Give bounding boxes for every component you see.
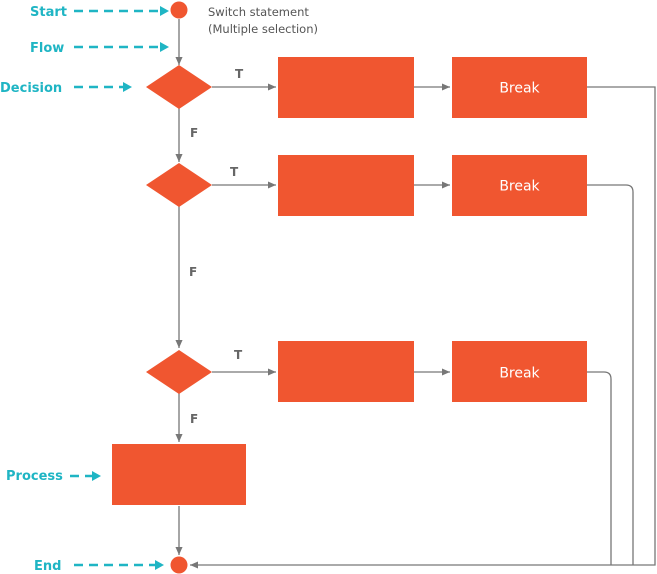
break-label-1: Break [499,81,540,97]
end-node [170,556,188,574]
case-1-break-return-connector [190,86,656,569]
legend: Start Flow Decision Process End [0,5,169,574]
legend-end-label: End [34,559,61,574]
note-line-2: (Multiple selection) [208,22,318,36]
break-box-2 [452,155,587,216]
true-label-3: T [234,348,243,362]
start-node [170,1,188,19]
case-1: Break T F [146,57,656,569]
note-line-1: Switch statement [208,5,309,19]
legend-decision-arrowhead [123,82,132,92]
break-box-3 [452,341,587,402]
legend-process-label: Process [6,469,63,484]
case-2-break-return-connector [587,184,634,565]
decision-diamond-2 [146,163,212,207]
case-3: Break T F [146,341,612,565]
decision-diamond-1 [146,65,212,109]
true-label-2: T [230,165,239,179]
legend-decision-label: Decision [0,81,62,96]
false-label-1: F [190,126,198,140]
default-process-box [112,444,246,505]
legend-process-arrowhead [92,471,101,481]
break-label-3: Break [499,366,540,382]
legend-end-arrowhead [155,560,164,570]
break-box-1 [452,57,587,118]
process-box-case-1 [278,57,414,118]
case-3-break-return-connector [587,371,612,565]
case-2: Break T F [146,155,634,565]
legend-start-arrowhead [160,6,169,16]
false-label-3: F [190,412,198,426]
legend-start-label: Start [30,5,67,20]
false-label-2: F [189,265,197,279]
decision-diamond-3 [146,350,212,394]
process-box-case-3 [278,341,414,402]
legend-flow-arrowhead [160,42,169,52]
true-label-1: T [235,67,244,81]
process-box-case-2 [278,155,414,216]
break-label-2: Break [499,179,540,195]
legend-flow-label: Flow [30,41,64,56]
